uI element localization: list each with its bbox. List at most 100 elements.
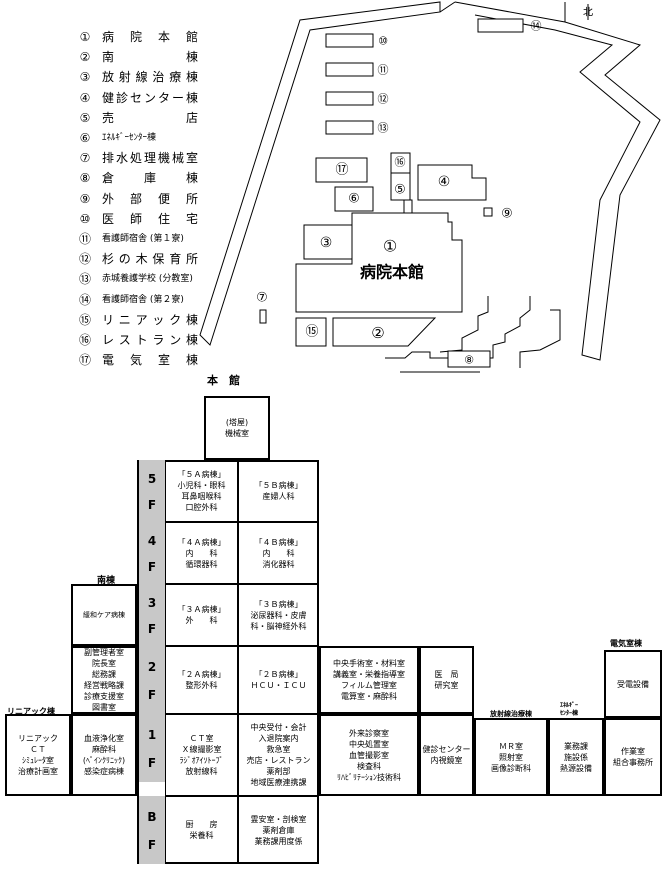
cell-s2: 副管理者室院長室総務課経営戦略課診療支援室図書室 <box>71 646 137 714</box>
legend-number: ⑯ <box>78 333 91 347</box>
map-marker-2: ② <box>371 324 384 342</box>
room-label: ＭＲ室 <box>499 741 523 751</box>
legend-label: 外部便所 <box>102 191 198 206</box>
legend-label: 排水処理機械室 <box>102 151 198 166</box>
room-label: 緩和ケア病棟 <box>83 610 125 619</box>
header-linac: リニアック棟 <box>7 707 55 716</box>
building-12 <box>325 91 374 106</box>
room-label: 地域医療連携課 <box>250 778 307 787</box>
floor-letter: F <box>147 688 157 703</box>
legend-number: ① <box>79 30 91 44</box>
room-label: 「２Ａ病棟」 <box>177 670 226 679</box>
building-10 <box>325 33 374 48</box>
map-marker-7: ⑦ <box>256 291 268 306</box>
legend-number: ⑧ <box>79 171 91 186</box>
header-electric: 電気室棟 <box>610 639 642 648</box>
room-label: ＨＣＵ・ＩＣＵ <box>250 681 307 690</box>
cell-f3a: 「３Ａ病棟」外 科 <box>165 584 238 646</box>
legend-label: 倉庫棟 <box>102 171 198 186</box>
building-14 <box>477 18 524 33</box>
floor-number: B <box>147 809 157 824</box>
legend-label: 健診センター棟 <box>102 90 198 105</box>
building-6 <box>334 186 374 212</box>
legend-label: 電気室棟 <box>102 353 198 368</box>
room-label: 血管撮影室 <box>349 750 389 760</box>
map-marker-5: ⑤ <box>394 183 406 198</box>
room-label: 「５Ａ病棟」 <box>177 470 226 479</box>
building-5 <box>390 172 411 201</box>
floor-number: 3 <box>147 596 157 611</box>
map-marker-17: ⑰ <box>335 163 348 178</box>
room-label: 「２Ｂ病棟」 <box>254 670 303 679</box>
room-label: 総務課 <box>92 670 116 679</box>
room-label: 受電設備 <box>617 679 649 689</box>
legend-item: ① 病院本館 <box>76 27 198 47</box>
room-label: 健診センター <box>422 745 471 754</box>
room-label: 栄養科 <box>189 831 214 840</box>
map-marker-10: ⑩ <box>378 35 388 48</box>
room-label: 講義室・栄養指導室 <box>333 670 405 679</box>
floor-number: 2 <box>147 659 157 674</box>
building-15 <box>295 317 327 347</box>
header-south-building: 南棟 <box>97 576 116 586</box>
room-label: 機械室 <box>225 429 249 438</box>
map-marker-9: ⑨ <box>501 207 513 222</box>
map-marker-6: ⑥ <box>348 192 360 207</box>
room-label: 小児科・眼科 <box>177 481 226 490</box>
cell-f1b: 中央受付・会計入退院案内救急室売店・レストラン薬剤部地域医療連携課 <box>238 714 319 796</box>
room-label: 感染症病棟 <box>84 767 124 776</box>
room-label: 「３Ｂ病棟」 <box>254 599 303 609</box>
room-label: 放射線科 <box>185 767 218 776</box>
cell-s3: 緩和ケア病棟 <box>71 584 137 646</box>
legend-label: 杉の木保育所 <box>102 252 198 267</box>
room-label: 図書室 <box>92 703 116 712</box>
room-label: 泌尿器科・皮膚 <box>250 610 307 620</box>
room-label: 副管理者室 <box>84 648 124 657</box>
room-label: 中央処置室 <box>349 739 389 749</box>
map-main-building-label: 病院本館 <box>360 263 424 282</box>
legend-label: 病院本館 <box>102 30 198 44</box>
map-marker-8: ⑧ <box>464 354 474 367</box>
legend-number: ③ <box>79 70 91 85</box>
room-label: 循環器科 <box>185 559 218 569</box>
building-7 <box>259 309 267 324</box>
header-main-building: 本 館 <box>207 374 240 387</box>
room-label: 経営戦略課 <box>84 681 124 690</box>
header-energy: ｴﾈﾙｷﾞｰ ｾﾝﾀｰ棟 <box>560 702 579 717</box>
room-label: 検査科 <box>357 761 381 771</box>
room-label: ＣＴ <box>30 745 46 754</box>
room-label: (ﾍﾟｲﾝｸﾘﾆｯｸ) <box>82 756 126 765</box>
room-label: 「３Ａ病棟」 <box>177 605 226 614</box>
room-label: 作業室 <box>621 747 645 756</box>
map-marker-12: ⑫ <box>378 93 389 106</box>
room-label: 施設係 <box>564 752 588 762</box>
cell-f2a: 「２Ａ病棟」整形外科 <box>165 646 238 714</box>
legend-number: ⑬ <box>78 272 91 287</box>
cell-f5a: 「５Ａ病棟」小児科・眼科耳鼻咽喉科口腔外科 <box>165 460 238 522</box>
room-label: 院長室 <box>92 659 116 668</box>
building-17 <box>315 157 368 183</box>
room-label: 霊安室・剖検室 <box>250 814 307 824</box>
map-marker-3: ③ <box>320 235 333 251</box>
room-label: 入退院案内 <box>258 734 299 743</box>
floor-number: 4 <box>147 534 157 549</box>
cell-bfa: 厨 房栄養科 <box>165 796 238 864</box>
room-label: 電算室・麻酔科 <box>341 692 397 701</box>
legend-label: 南棟 <box>102 50 198 65</box>
legend-number: ⑩ <box>79 211 91 226</box>
room-label: Ｘ線撮影室 <box>181 745 222 754</box>
room-label: 消化器科 <box>262 559 295 569</box>
floor-letter: F <box>147 498 157 513</box>
